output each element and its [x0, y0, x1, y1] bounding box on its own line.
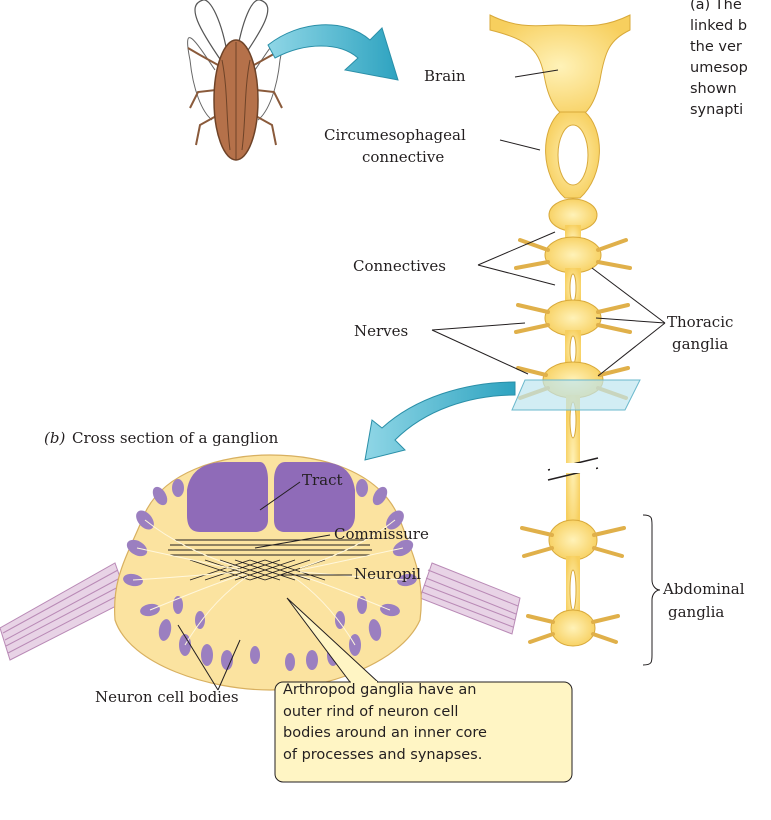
label-thoracic-2: ganglia: [672, 335, 728, 353]
panel-b-letter: (b): [44, 429, 65, 447]
label-connectives: Connectives: [353, 257, 446, 275]
caption-a-line: synapti: [690, 102, 743, 118]
caption-a-line: (a) The: [690, 0, 742, 13]
abdominal-bracket: [643, 515, 660, 665]
label-circumesophageal-1: Circumesophageal: [324, 126, 466, 144]
cockroach-illustration: [188, 0, 284, 160]
label-abdominal-2: ganglia: [668, 603, 724, 621]
label-neuron-cell-bodies: Neuron cell bodies: [95, 688, 239, 706]
caption-a-line: linked b: [690, 18, 747, 34]
callout-line: of processes and synapses.: [283, 745, 568, 767]
label-brain: Brain: [424, 67, 466, 85]
label-tract: Tract: [302, 471, 343, 489]
caption-a: (a) The linked b the ver umesop shown sy…: [690, 0, 748, 118]
label-abdominal-1: Abdominal: [662, 580, 745, 598]
label-commissure: Commissure: [334, 525, 429, 543]
section-plane: [512, 380, 640, 410]
panel-b-title: Cross section of a ganglion: [72, 429, 279, 447]
label-neuropil: Neuropil: [354, 565, 421, 583]
arrow-to-cross-section: [365, 382, 515, 460]
callout-line: bodies around an inner core: [283, 723, 568, 745]
caption-a-line: the ver: [690, 39, 742, 55]
label-nerves: Nerves: [354, 322, 408, 340]
ganglion-cross-section: [0, 455, 520, 690]
caption-a-line: umesop: [690, 60, 748, 76]
arrow-to-nervous-system: [268, 25, 398, 80]
callout-text: Arthropod ganglia have an outer rind of …: [283, 680, 568, 766]
callout-line: outer rind of neuron cell: [283, 702, 568, 724]
label-thoracic-1: Thoracic: [667, 313, 733, 331]
label-circumesophageal-2: connective: [362, 148, 444, 166]
caption-a-line: shown: [690, 81, 737, 97]
callout-line: Arthropod ganglia have an: [283, 680, 568, 702]
